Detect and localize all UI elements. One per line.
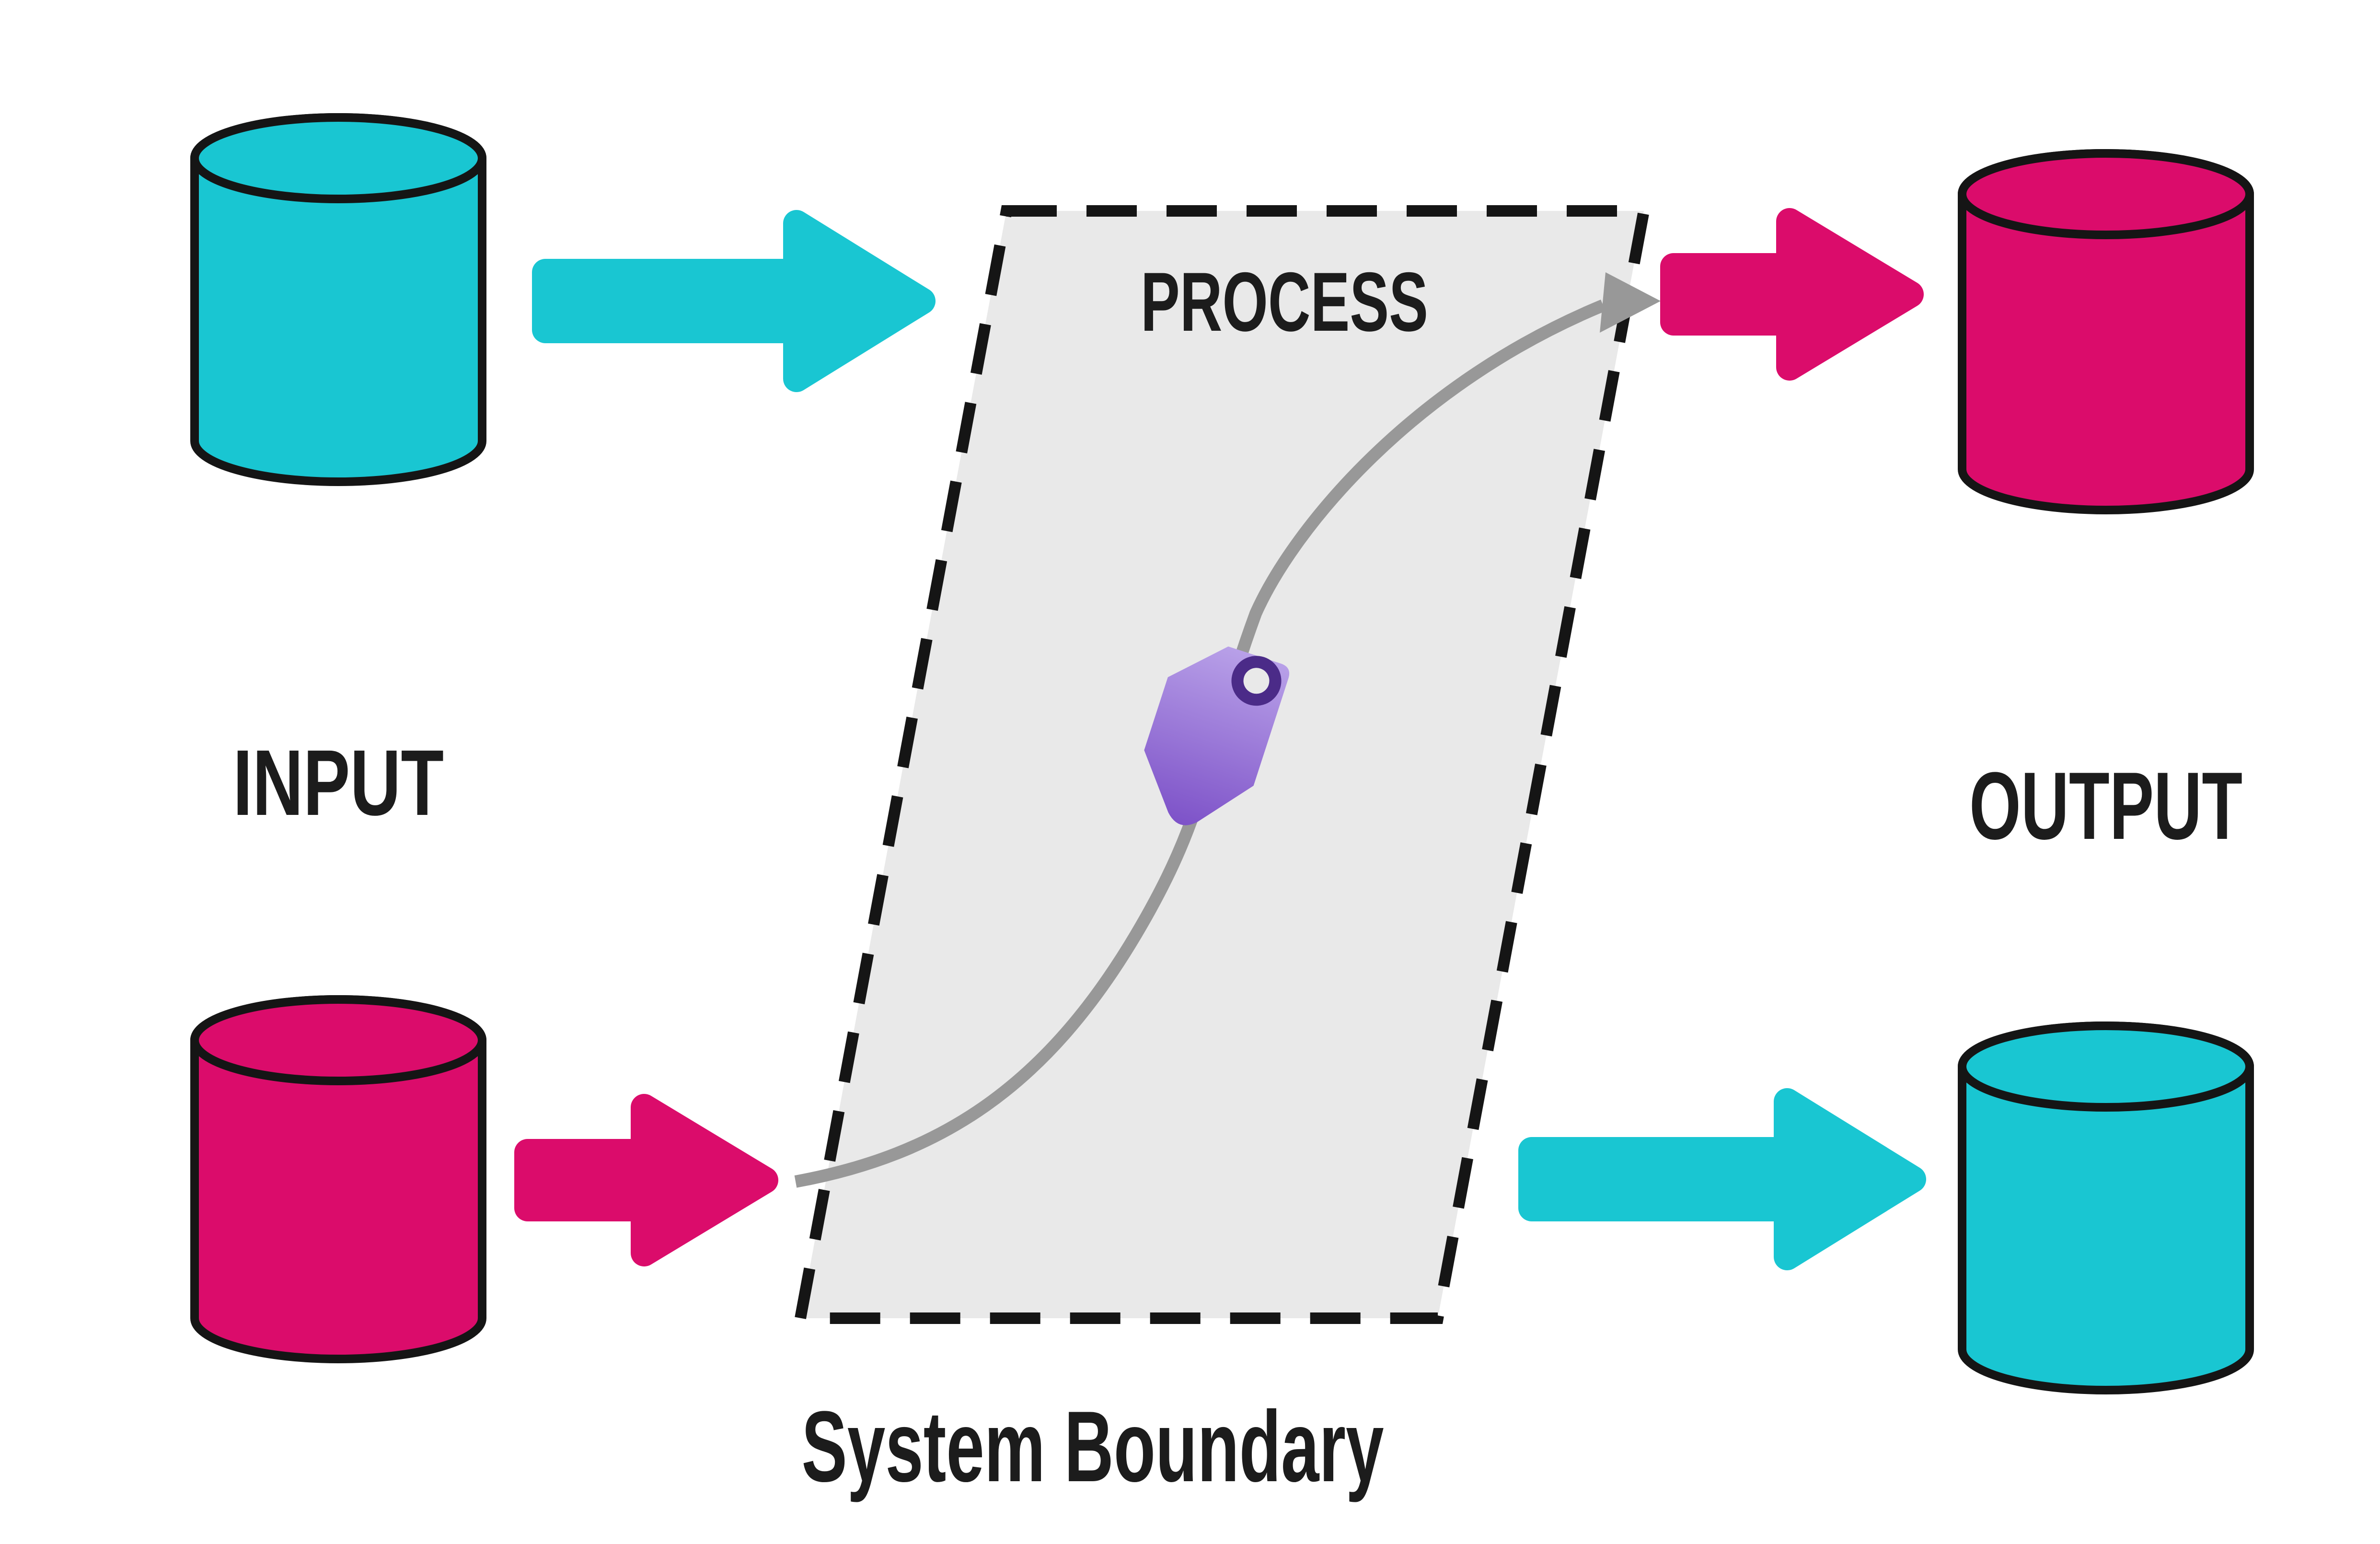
output-store-cylinder-pink <box>1958 149 2254 514</box>
cylinder-top <box>190 995 486 1085</box>
system-boundary-label: System Boundary <box>802 1390 1384 1503</box>
input-label: INPUT <box>233 731 444 835</box>
cylinder-top <box>1958 1022 2254 1112</box>
price-tag-icon <box>1144 646 1290 825</box>
tag-hole <box>1243 668 1270 694</box>
cylinder-top <box>1958 149 2254 239</box>
input-store-cylinder-pink <box>190 995 486 1363</box>
output-label: OUTPUT <box>1969 753 2242 859</box>
cylinder-top <box>190 113 486 203</box>
output-flow-arrow-top <box>1660 208 1924 381</box>
arrowhead-right-icon <box>1600 272 1661 333</box>
input-flow-arrow-top <box>532 210 936 392</box>
output-store-cylinder-cyan <box>1958 1022 2254 1394</box>
input-flow-arrow-bottom <box>514 1094 778 1266</box>
process-label: PROCESS <box>1141 255 1428 349</box>
input-store-cylinder-cyan <box>190 113 486 486</box>
output-flow-arrow-bottom <box>1518 1088 1926 1270</box>
